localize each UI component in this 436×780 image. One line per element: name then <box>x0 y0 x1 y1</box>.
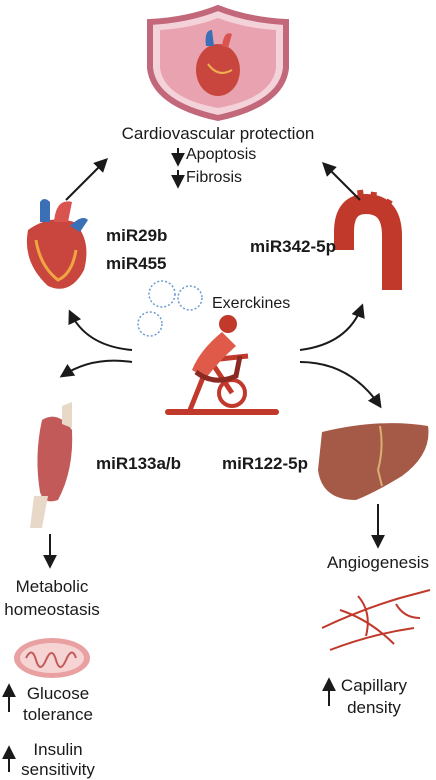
exosome-icon <box>137 280 203 337</box>
arrows <box>1 148 385 772</box>
aorta-icon <box>334 189 402 290</box>
shield-heart-icon <box>147 4 289 122</box>
capillary-label: Capillary <box>340 676 408 695</box>
exercise-bike-icon <box>165 315 279 415</box>
aorta-mirna: miR342-5p <box>250 237 336 256</box>
insulin-label: Insulin <box>33 740 83 759</box>
density-label: density <box>347 698 401 717</box>
heart-mirna-2: miR455 <box>106 254 167 273</box>
arrow-center-to-heart <box>68 309 133 351</box>
exerckines-label: Exerckines <box>212 295 291 312</box>
angiogenesis-label: Angiogenesis <box>326 553 430 572</box>
glucose-label: Glucose <box>26 684 90 703</box>
muscle-mirna: miR133a/b <box>96 454 182 473</box>
apoptosis-label: Apoptosis <box>186 146 257 163</box>
sensitivity-label: sensitivity <box>21 760 95 779</box>
arrow-aorta-to-top <box>322 162 361 201</box>
arrow-center-to-muscle <box>59 359 133 378</box>
cardiovascular-protection-title: Cardiovascular protection <box>121 124 315 143</box>
metabolic-label: Metabolic <box>15 577 89 596</box>
heart-mirna-1: miR29b <box>106 226 168 245</box>
arrow-center-to-liver <box>299 361 382 409</box>
heart-organ-icon <box>26 199 88 289</box>
mitochondrion-icon <box>14 638 90 678</box>
fibrosis-label: Fibrosis <box>186 169 243 186</box>
muscle-icon <box>30 402 73 528</box>
arrow-center-to-aorta <box>299 303 365 351</box>
tolerance-label: tolerance <box>23 705 93 724</box>
liver-icon <box>318 423 429 500</box>
homeostasis-label: homeostasis <box>4 600 100 619</box>
capillaries-icon <box>321 589 431 651</box>
liver-mirna: miR122-5p <box>222 454 308 473</box>
arrow-heart-to-top <box>65 158 108 201</box>
